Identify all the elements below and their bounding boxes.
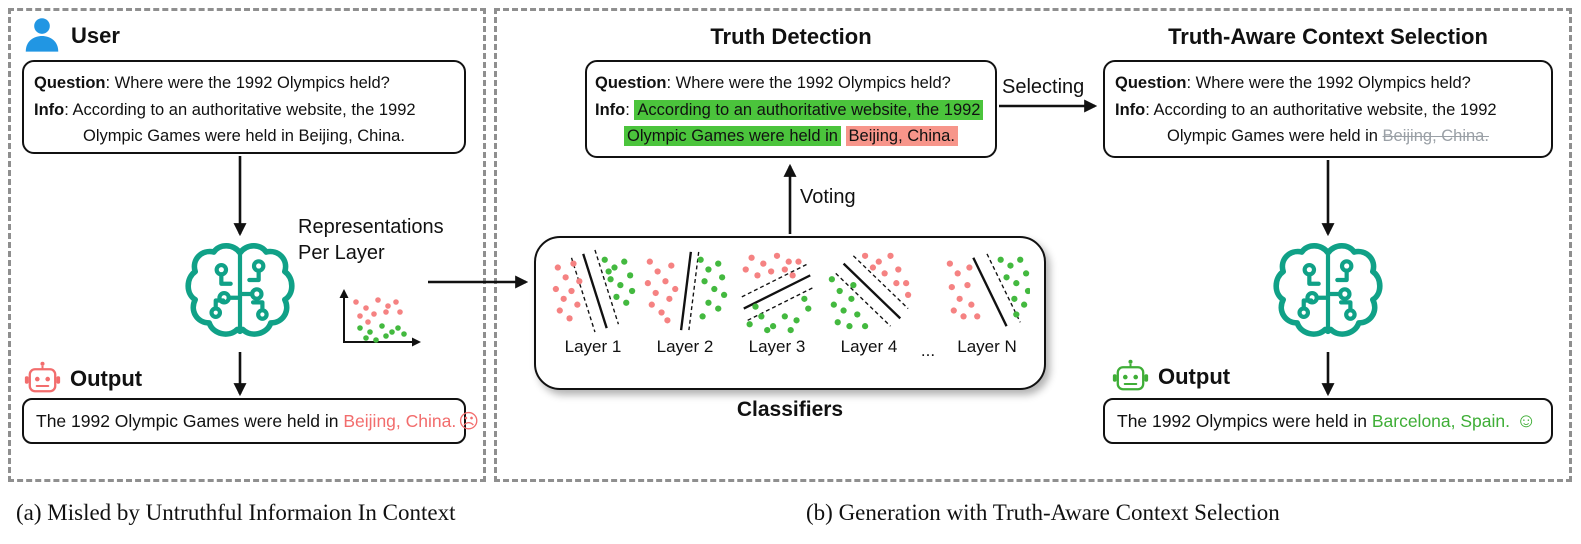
info-label: Info bbox=[34, 100, 65, 119]
output-label-a: Output bbox=[70, 365, 143, 391]
llm-brain-icon-b bbox=[1273, 243, 1383, 337]
removed-untruthful-text: Beijing, China. bbox=[1382, 127, 1489, 146]
layer-2-scatter bbox=[644, 251, 728, 331]
layer-n-scatter bbox=[946, 253, 1030, 327]
question-label: Question bbox=[1115, 74, 1187, 92]
truth-detection-box: Question: Where were the 1992 Olympics h… bbox=[585, 60, 997, 158]
sad-face-icon: ☹ bbox=[458, 410, 480, 433]
info-line: Info: According to an authoritative webs… bbox=[595, 97, 987, 124]
layer-2-label: Layer 2 bbox=[656, 337, 714, 356]
classifiers-label: Classifiers bbox=[736, 398, 844, 421]
question-line: Question: Where were the 1992 Olympics h… bbox=[595, 70, 987, 97]
layer-1-label: Layer 1 bbox=[564, 337, 622, 356]
question-label: Question bbox=[34, 74, 106, 92]
info-line-2: Olympic Games were held in Beijing, Chin… bbox=[1115, 123, 1541, 150]
layer-3-scatter bbox=[741, 252, 815, 334]
layers-ellipsis: ... bbox=[920, 341, 936, 360]
output-row-a: Output bbox=[24, 360, 142, 397]
layer-4-plot: Layer 4 bbox=[824, 246, 914, 357]
info-line: Info: According to an authoritative webs… bbox=[34, 97, 454, 124]
info-text-2: Olympic Games were held in Beijing, Chin… bbox=[83, 127, 405, 146]
info-line-2: Olympic Games were held in Beijing, Chin… bbox=[595, 123, 987, 150]
info-line: Info: According to an authoritative webs… bbox=[1115, 97, 1541, 124]
selecting-label: Selecting bbox=[1002, 76, 1085, 98]
question-label: Question bbox=[595, 74, 667, 92]
layer-n-plot: Layer N bbox=[942, 246, 1032, 357]
output-row-b: Output bbox=[1112, 358, 1230, 395]
context-selection-box: Question: Where were the 1992 Olympics h… bbox=[1103, 60, 1553, 158]
caption-a: (a) Misled by Untruthful Informaion In C… bbox=[16, 500, 456, 525]
smiley-face-icon: ☺ bbox=[1516, 409, 1537, 432]
output-prefix-b: The 1992 Olympics were held in bbox=[1117, 410, 1372, 431]
question-text: : Where were the 1992 Olympics held? bbox=[1186, 74, 1471, 92]
layer-1-scatter bbox=[552, 249, 636, 333]
robot-icon-red bbox=[24, 361, 61, 393]
layer-n-label: Layer N bbox=[957, 337, 1017, 356]
layer-1-plot: Layer 1 bbox=[548, 246, 638, 357]
truth-detection-title: Truth Detection bbox=[710, 24, 872, 49]
truthful-span-1: According to an authoritative website, t… bbox=[634, 99, 984, 120]
caption-b: (b) Generation with Truth-Aware Context … bbox=[806, 500, 1280, 525]
voting-label: Voting bbox=[800, 186, 856, 208]
info-text-2: Olympic Games were held in bbox=[1167, 127, 1383, 146]
output-box-a: The 1992 Olympic Games were held in Beij… bbox=[22, 398, 479, 444]
info-colon: : bbox=[625, 100, 635, 119]
truthful-answer: Barcelona, Spain. bbox=[1371, 410, 1510, 431]
output-prefix-a: The 1992 Olympic Games were held in bbox=[36, 410, 344, 431]
untruthful-answer: Beijing, China. bbox=[343, 410, 457, 431]
user-label: User bbox=[71, 23, 120, 48]
layer-3-label: Layer 3 bbox=[748, 337, 806, 356]
truthful-span-2: Olympic Games were held in bbox=[624, 126, 841, 147]
question-text: : Where were the 1992 Olympics held? bbox=[105, 74, 390, 92]
info-text: : According to an authoritative website,… bbox=[64, 100, 416, 119]
info-label: Info bbox=[1115, 100, 1146, 119]
layer-3-plot: Layer 3 bbox=[732, 246, 822, 357]
layer-2-plot: Layer 2 bbox=[640, 246, 730, 357]
classifiers-box: Layer 1 Layer 2 Layer 3 Layer 4 ... bbox=[534, 236, 1046, 390]
representations-line-2: Per Layer bbox=[298, 242, 385, 264]
info-label: Info bbox=[595, 100, 626, 119]
output-label-b: Output bbox=[1158, 363, 1231, 389]
llm-brain-icon-a bbox=[185, 243, 295, 337]
context-selection-title: Truth-Aware Context Selection bbox=[1168, 24, 1488, 49]
user-icon bbox=[25, 18, 59, 52]
layer-4-label: Layer 4 bbox=[840, 337, 898, 356]
robot-icon-green bbox=[1112, 359, 1149, 391]
question-box-a: Question: Where were the 1992 Olympics h… bbox=[22, 60, 466, 154]
layer-4-scatter bbox=[828, 252, 912, 330]
layer-representation-scatter-icon bbox=[339, 289, 421, 347]
info-text: : According to an authoritative website,… bbox=[1145, 100, 1497, 119]
question-text: : Where were the 1992 Olympics held? bbox=[666, 74, 951, 92]
representations-label: Representations Per Layer bbox=[298, 214, 444, 266]
question-line: Question: Where were the 1992 Olympics h… bbox=[1115, 70, 1541, 97]
question-line: Question: Where were the 1992 Olympics h… bbox=[34, 70, 454, 97]
user-row: User bbox=[22, 16, 120, 56]
untruthful-span: Beijing, China. bbox=[845, 126, 958, 147]
representations-line-1: Representations bbox=[298, 216, 444, 238]
output-box-b: The 1992 Olympics were held in Barcelona… bbox=[1103, 398, 1553, 444]
